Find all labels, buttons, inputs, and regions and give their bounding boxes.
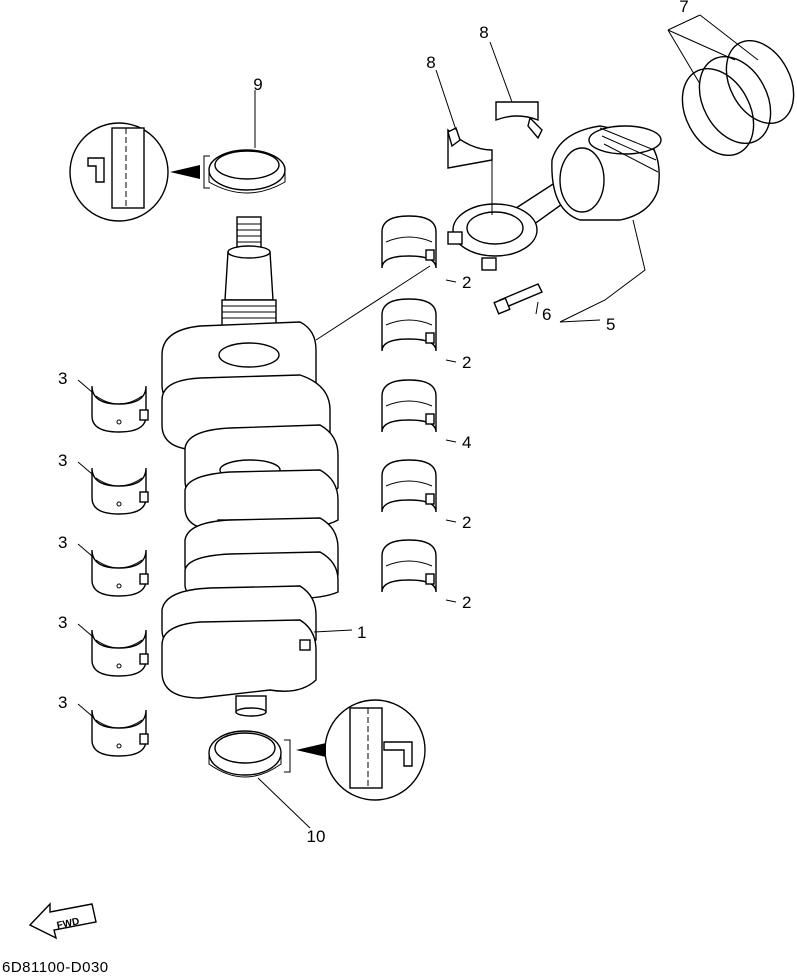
bearing-half-d [381, 539, 437, 593]
callout-4: 4 [462, 433, 471, 452]
callouts: 9 8 8 7 2 2 4 2 2 6 5 3 3 3 3 3 1 10 [58, 0, 689, 846]
main-bearing-5 [91, 709, 149, 757]
callout-8-lower: 8 [426, 53, 435, 72]
callout-2-c: 2 [462, 513, 471, 532]
piston-rings [681, 39, 795, 157]
bearing-half-a [381, 215, 437, 269]
callout-10: 10 [307, 827, 326, 846]
main-bearing-3 [91, 549, 149, 597]
callout-1: 1 [357, 623, 366, 642]
crankshaft [161, 216, 339, 717]
thrust-bearing [381, 379, 437, 433]
callout-2-a: 2 [462, 273, 471, 292]
bearing-half-c [381, 459, 437, 513]
fwd-arrow-icon: FWD [28, 902, 97, 940]
main-bearing-2 [91, 467, 149, 515]
seal-detail-top [69, 122, 200, 222]
callout-7: 7 [679, 0, 688, 16]
leader-lines [77, 14, 759, 829]
callout-6: 6 [542, 305, 551, 324]
callout-3-4: 3 [58, 613, 67, 632]
rod-bearing-upper [495, 101, 543, 140]
fwd-label: FWD [56, 916, 81, 931]
callout-2-d: 2 [462, 593, 471, 612]
main-bearing-4 [91, 629, 149, 677]
piston [551, 125, 662, 221]
oil-seal-bottom [208, 730, 291, 778]
callout-2-b: 2 [462, 353, 471, 372]
callout-3-5: 3 [58, 693, 67, 712]
rod-bolt [493, 283, 543, 315]
oil-seal-top [203, 149, 286, 194]
rod-bearing-lower [447, 127, 493, 169]
callout-5: 5 [606, 315, 615, 334]
callout-9: 9 [253, 75, 262, 94]
callout-3-2: 3 [58, 451, 67, 470]
callout-3-3: 3 [58, 533, 67, 552]
seal-detail-bottom [296, 699, 426, 801]
callout-3-1: 3 [58, 369, 67, 388]
bearing-half-b [381, 298, 437, 352]
part-code: 6D81100-D030 [2, 959, 109, 976]
callout-8-upper: 8 [479, 23, 488, 42]
main-bearing-1 [91, 385, 149, 433]
